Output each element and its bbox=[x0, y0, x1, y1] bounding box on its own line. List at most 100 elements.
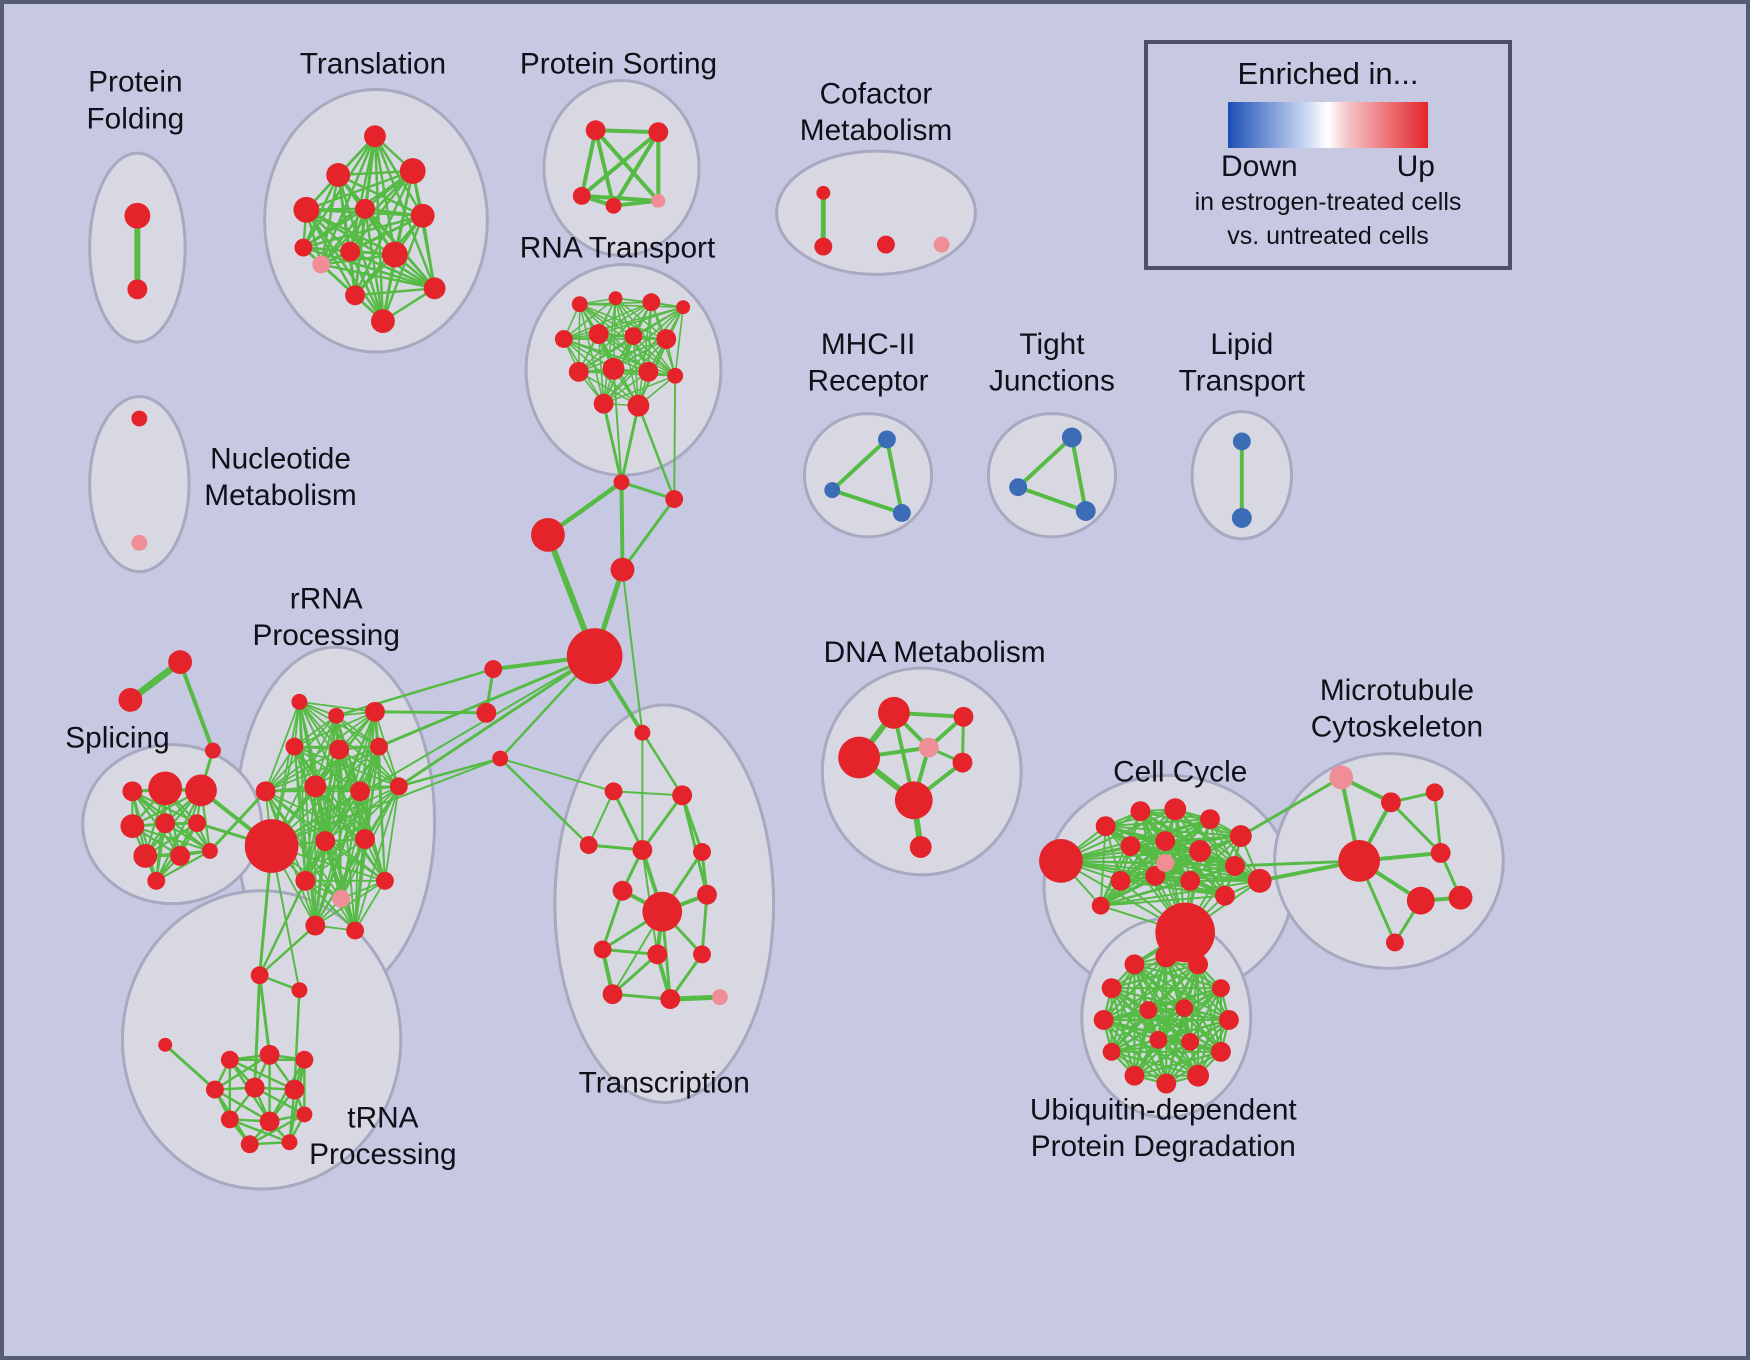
network-edge bbox=[597, 306, 684, 335]
cluster-label-lipid-transport: Transport bbox=[1179, 365, 1306, 398]
network-node bbox=[1425, 783, 1444, 802]
network-node bbox=[1093, 1010, 1114, 1030]
network-node bbox=[305, 915, 326, 936]
network-node bbox=[1164, 798, 1187, 821]
cluster-label-protein-sorting: Protein Sorting bbox=[520, 48, 717, 81]
network-edge bbox=[208, 789, 268, 853]
network-edge bbox=[577, 338, 668, 373]
network-edge bbox=[577, 371, 676, 377]
network-edge bbox=[302, 214, 424, 249]
network-node bbox=[642, 293, 661, 312]
network-node bbox=[259, 1044, 280, 1065]
network-node bbox=[350, 781, 370, 802]
network-node bbox=[369, 737, 388, 756]
network-edge bbox=[288, 1058, 306, 1144]
network-node bbox=[1338, 840, 1381, 882]
network-node bbox=[667, 367, 684, 384]
network-node bbox=[1139, 1001, 1158, 1019]
cluster-ellipse-protein-sorting bbox=[542, 79, 701, 258]
network-edge bbox=[320, 263, 436, 290]
network-edge bbox=[621, 568, 644, 734]
network-node bbox=[814, 237, 833, 256]
network-edge bbox=[264, 714, 338, 793]
network-node bbox=[693, 945, 711, 964]
network-node bbox=[602, 357, 625, 380]
network-edge bbox=[621, 497, 676, 572]
network-edge bbox=[1099, 840, 1167, 907]
network-node bbox=[1130, 801, 1151, 822]
network-edge bbox=[577, 335, 635, 373]
network-edge bbox=[258, 879, 307, 977]
network-node bbox=[1200, 809, 1220, 830]
network-node bbox=[1218, 1010, 1239, 1030]
network-node bbox=[1124, 954, 1145, 975]
network-edge bbox=[1433, 790, 1443, 855]
network-node bbox=[877, 430, 896, 449]
network-edge bbox=[324, 840, 386, 882]
network-edge bbox=[163, 1043, 217, 1092]
network-edge bbox=[563, 306, 684, 340]
cluster-ellipse-trna-processing bbox=[120, 889, 403, 1191]
network-edge bbox=[213, 1053, 271, 1091]
network-node bbox=[131, 410, 148, 427]
network-node bbox=[295, 870, 316, 891]
network-edge bbox=[1133, 963, 1223, 990]
network-edge bbox=[1110, 987, 1160, 1041]
cluster-label-ubiquitin: Protein Degradation bbox=[1031, 1130, 1296, 1163]
network-node bbox=[610, 557, 635, 582]
network-node bbox=[124, 202, 151, 229]
network-edge bbox=[601, 889, 624, 951]
network-node bbox=[492, 750, 509, 767]
cluster-ellipse-mhc-ii-receptor bbox=[802, 412, 934, 539]
network-node bbox=[304, 775, 327, 798]
network-node bbox=[1155, 831, 1176, 851]
network-edge bbox=[248, 1113, 306, 1146]
network-node bbox=[816, 185, 831, 200]
network-node bbox=[1155, 945, 1178, 968]
network-edge bbox=[1099, 810, 1142, 907]
cluster-label-mhc-ii-receptor: MHC-II bbox=[821, 328, 915, 361]
network-node bbox=[365, 701, 385, 722]
legend-description-line2: vs. untreated cells bbox=[1227, 222, 1429, 250]
network-node bbox=[329, 739, 350, 760]
network-edge bbox=[1110, 1040, 1192, 1053]
network-node bbox=[1102, 1042, 1121, 1061]
network-edge bbox=[314, 838, 366, 927]
network-edge bbox=[363, 207, 385, 323]
network-edge bbox=[612, 367, 623, 484]
network-edge bbox=[354, 879, 386, 932]
network-edge bbox=[602, 306, 684, 405]
network-edge bbox=[619, 480, 625, 572]
network-node bbox=[1229, 825, 1252, 848]
network-edge bbox=[253, 973, 262, 1090]
cluster-label-cofactor-metabolism: Metabolism bbox=[800, 114, 952, 147]
network-edge bbox=[1099, 818, 1212, 907]
network-node bbox=[220, 1050, 239, 1069]
network-node bbox=[1406, 886, 1435, 915]
network-node bbox=[410, 203, 435, 228]
network-edge bbox=[1165, 955, 1192, 1043]
network-node bbox=[291, 693, 308, 710]
cluster-label-transcription: Transcription bbox=[579, 1067, 750, 1100]
network-node bbox=[593, 393, 614, 414]
network-node bbox=[876, 235, 895, 254]
cluster-label-dna-metabolism: DNA Metabolism bbox=[824, 636, 1046, 669]
network-node bbox=[909, 836, 932, 858]
network-edge bbox=[258, 924, 317, 977]
network-edge bbox=[155, 849, 212, 882]
cluster-label-lipid-transport: Lipid bbox=[1210, 328, 1273, 361]
network-node bbox=[1224, 855, 1245, 876]
network-node bbox=[1075, 501, 1096, 521]
network-edge bbox=[700, 893, 709, 956]
network-edge bbox=[373, 134, 397, 256]
network-node bbox=[188, 814, 206, 833]
cluster-ellipse-microtubule bbox=[1273, 752, 1505, 970]
network-node bbox=[877, 696, 910, 729]
network-node bbox=[312, 255, 331, 274]
network-node bbox=[952, 752, 973, 773]
network-edge bbox=[314, 879, 386, 927]
network-node bbox=[612, 880, 633, 901]
network-node bbox=[660, 989, 681, 1010]
